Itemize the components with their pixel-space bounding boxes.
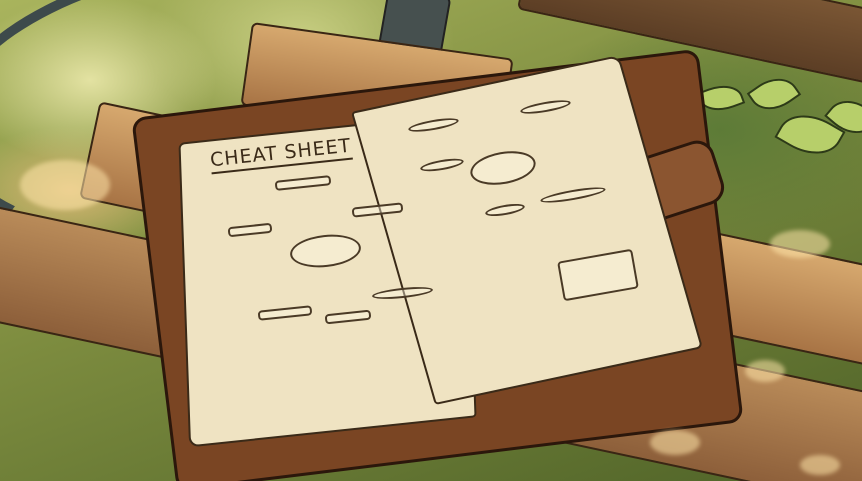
- sunlight-spot: [650, 430, 700, 455]
- sunlight-spot: [20, 160, 110, 210]
- sunlight-spot: [800, 455, 840, 475]
- sunlight-spot: [745, 360, 785, 382]
- sunlight-spot: [770, 230, 830, 258]
